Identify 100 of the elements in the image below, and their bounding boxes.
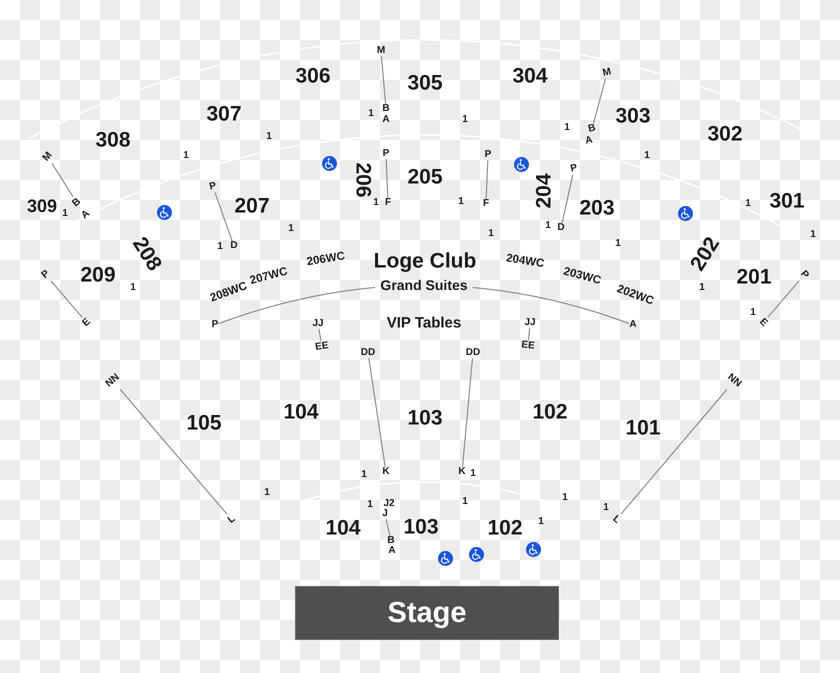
seat-number: 1 — [462, 497, 468, 507]
suite-label: 208WC — [209, 281, 249, 305]
row-letter: E — [757, 317, 769, 329]
row-range-line — [562, 174, 574, 224]
row-letter: P — [208, 181, 218, 193]
section-number: 101 — [625, 418, 661, 438]
row-letter: A — [629, 320, 637, 330]
section-number: 102 — [487, 518, 523, 538]
suite-label: 202WC — [615, 284, 655, 308]
row-letter: JJ — [312, 319, 324, 329]
section-number: 104 — [325, 518, 361, 538]
row-range-line — [593, 78, 606, 124]
seat-number: 1 — [562, 493, 568, 503]
area-label: VIP Tables — [386, 316, 462, 330]
row-letter: B — [387, 536, 395, 546]
section-number: 307 — [206, 104, 242, 124]
row-range-line — [528, 328, 530, 341]
seat-number: 1 — [458, 197, 464, 207]
section-number: 207 — [234, 196, 270, 216]
section-number: 105 — [186, 412, 222, 434]
section-number: 301 — [769, 190, 805, 212]
row-range-line — [214, 192, 233, 242]
section-number: 103 — [403, 516, 439, 538]
section-number: 201 — [736, 266, 772, 288]
row-letter: P — [212, 320, 218, 330]
row-range-line — [318, 328, 322, 342]
row-letter: J — [382, 509, 388, 519]
row-letter: D — [230, 241, 238, 251]
seat-number: 1 — [470, 469, 476, 479]
row-letter: B — [382, 104, 390, 114]
seat-number: 1 — [564, 123, 570, 133]
row-letter: A — [584, 135, 594, 147]
row-letter: EE — [520, 340, 536, 352]
section-number: 205 — [407, 166, 443, 188]
row-range-line — [620, 389, 728, 515]
row-letter: DD — [466, 348, 480, 358]
row-letter: M — [376, 46, 386, 56]
row-letter: A — [382, 115, 390, 125]
section-number: 304 — [512, 66, 548, 86]
row-range-line — [486, 160, 488, 200]
row-letter: A — [80, 208, 92, 222]
section-number: 309 — [26, 197, 58, 215]
row-letter: E — [81, 317, 93, 329]
section-number: 103 — [407, 408, 443, 428]
seat-number: 1 — [488, 229, 494, 239]
row-letter: P — [382, 149, 390, 159]
seat-number: 1 — [217, 242, 223, 252]
row-letter: A — [388, 546, 396, 556]
row-letter: F — [384, 198, 392, 208]
arc-line — [218, 287, 630, 324]
row-letter: B — [587, 123, 597, 135]
suite-label: 203WC — [562, 266, 602, 288]
row-letter: K — [458, 467, 466, 477]
row-letter: D — [557, 223, 565, 233]
row-letter: B — [71, 196, 83, 210]
row-letter: K — [382, 467, 390, 477]
row-range-line — [50, 280, 82, 318]
row-range-line — [462, 358, 473, 468]
seat-number: 1 — [750, 308, 756, 318]
seat-number: 1 — [183, 151, 189, 161]
row-letter: F — [482, 199, 490, 209]
seat-number: 1 — [368, 109, 374, 119]
section-number: 203 — [579, 198, 615, 218]
seat-number: 1 — [538, 517, 544, 527]
row-range-line — [386, 158, 388, 198]
row-letter: J2 — [383, 499, 395, 509]
row-range-line — [120, 389, 228, 515]
row-letter: EE — [314, 341, 330, 353]
seat-number: 1 — [130, 283, 136, 293]
seat-number: 1 — [462, 115, 468, 125]
row-letter: P — [40, 269, 52, 281]
area-label: Loge Club — [374, 250, 476, 272]
row-range-line — [768, 280, 800, 318]
row-letter: NN — [104, 372, 122, 390]
seat-number: 1 — [62, 209, 68, 219]
row-letter: L — [610, 514, 622, 526]
seat-number: 1 — [603, 503, 609, 513]
edge-label: Grand Suites — [380, 278, 468, 292]
row-range-line — [368, 358, 386, 468]
section-number: 206 — [352, 162, 374, 198]
row-letter: DD — [360, 348, 376, 358]
seat-number: 1 — [810, 230, 816, 240]
section-number: 308 — [95, 130, 131, 150]
suite-label: 207WC — [248, 266, 290, 288]
seat-number: 1 — [361, 470, 367, 480]
section-number: 202 — [686, 234, 724, 274]
row-range-line — [386, 518, 390, 536]
seat-number: 1 — [288, 224, 294, 234]
seat-number: 1 — [545, 221, 551, 231]
row-range-line — [52, 162, 74, 198]
seat-number: 1 — [266, 132, 272, 142]
row-range-line — [380, 56, 386, 104]
section-number: 104 — [283, 402, 319, 422]
section-number: 208 — [128, 234, 166, 274]
section-number: 209 — [80, 264, 116, 286]
row-letter: P — [798, 269, 810, 281]
row-letter: NN — [725, 372, 743, 390]
row-letter: JJ — [524, 318, 536, 328]
suite-label: 204WC — [505, 253, 545, 271]
seat-number: 1 — [699, 283, 705, 293]
